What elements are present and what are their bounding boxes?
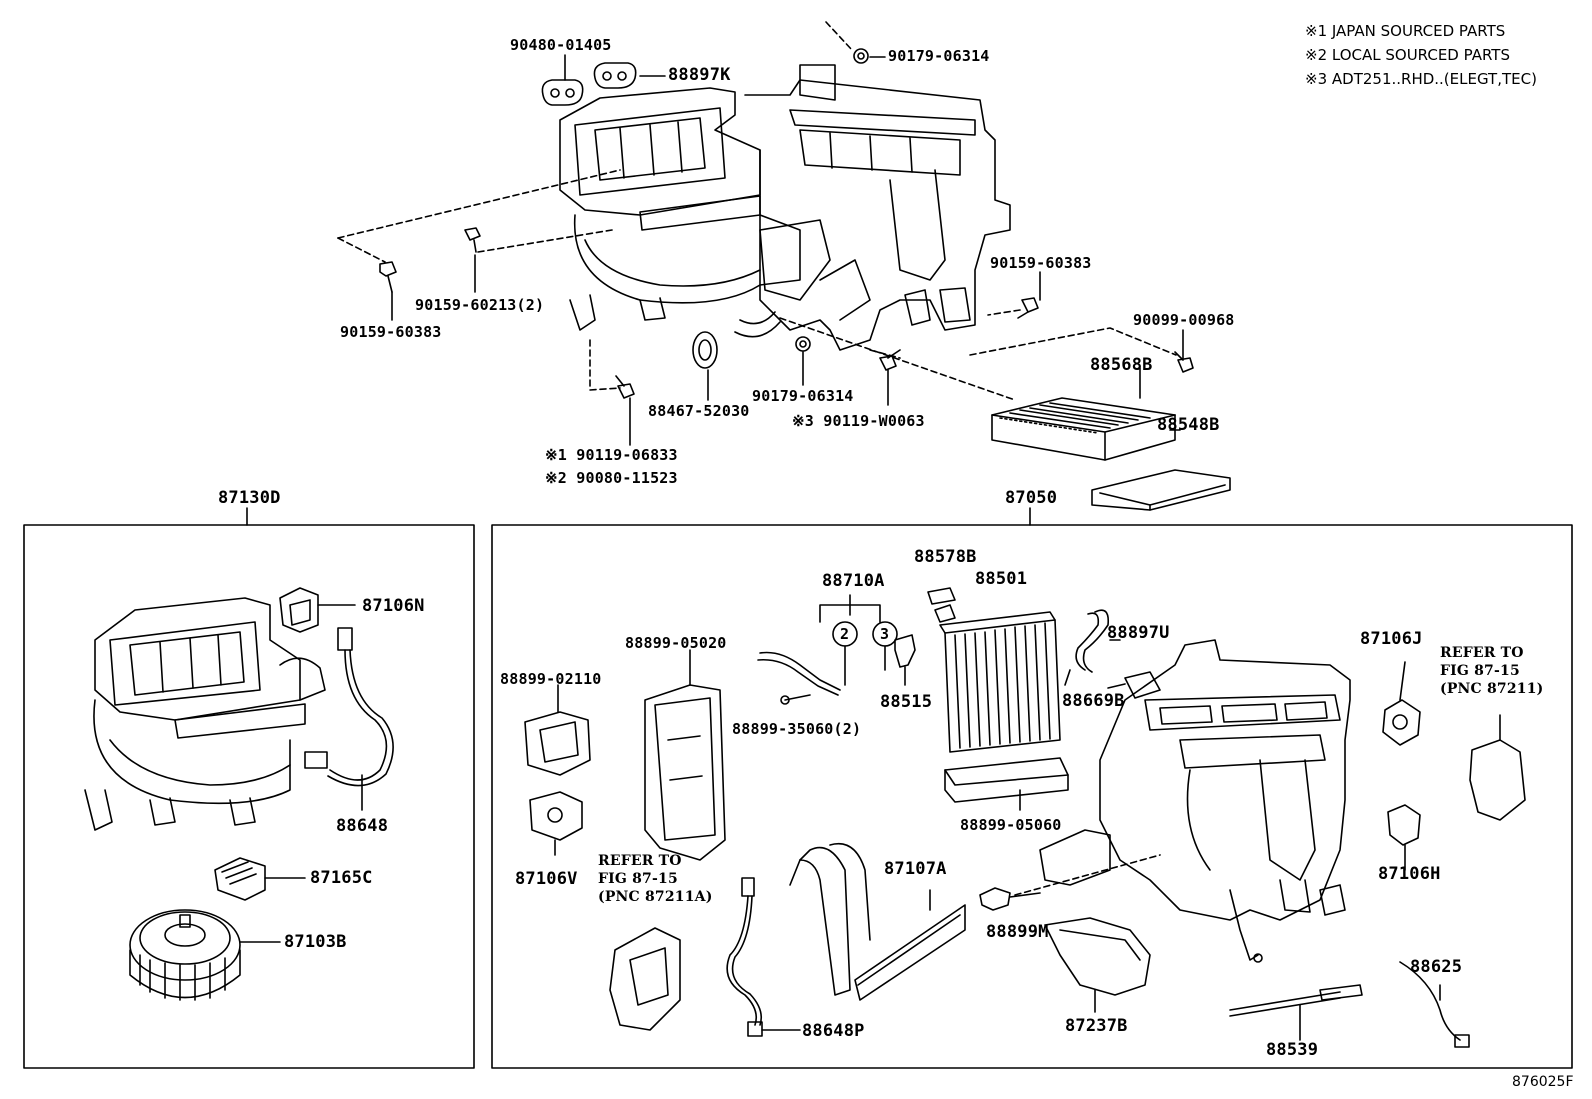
leader-lines-top <box>391 54 1184 446</box>
part-label-90080-11523[interactable]: ※2 90080-11523 <box>545 469 678 487</box>
part-label-87106V[interactable]: 87106V <box>515 869 578 889</box>
wire-harness-88648-drawing <box>304 627 394 811</box>
part-label-88899-05020[interactable]: 88899-05020 <box>625 634 727 652</box>
part-label-87106J[interactable]: 87106J <box>1360 629 1423 649</box>
part-label-90179-06314-bottom[interactable]: 90179-06314 <box>752 387 854 405</box>
part-label-90119-W0063[interactable]: ※3 90119-W0063 <box>792 412 925 430</box>
part-label-88568B[interactable]: 88568B <box>1090 355 1153 375</box>
note-local-sourced: ※2 LOCAL SOURCED PARTS <box>1305 46 1510 64</box>
heater-core-87107A-drawing <box>789 843 966 1001</box>
part-label-87106N[interactable]: 87106N <box>362 596 425 616</box>
right-group-box <box>491 524 1573 1069</box>
part-label-88467-52030[interactable]: 88467-52030 <box>648 402 750 420</box>
duct-88899M-drawing <box>979 829 1111 911</box>
part-label-90119-06833[interactable]: ※1 90119-06833 <box>545 446 678 464</box>
part-label-88648[interactable]: 88648 <box>336 816 389 836</box>
filter-cover-drawing <box>1091 469 1231 511</box>
circle-marker-2: 2 <box>840 625 850 643</box>
part-label-88648P[interactable]: 88648P <box>802 1021 865 1041</box>
servo-87106N-drawing <box>279 587 356 633</box>
part-label-88897K[interactable]: 88897K <box>668 65 731 85</box>
part-label-88899-35060[interactable]: 88899-35060(2) <box>732 720 862 738</box>
part-label-87237B[interactable]: 87237B <box>1065 1016 1128 1036</box>
part-label-88899M[interactable]: 88899M <box>986 922 1049 942</box>
servo-87106V-drawing <box>529 791 583 856</box>
servo-87106H-drawing <box>1387 804 1421 871</box>
part-label-88548B[interactable]: 88548B <box>1157 415 1220 435</box>
evaporator-88501-drawing <box>934 604 1061 753</box>
servo-right-refer-drawing <box>1469 714 1526 821</box>
link-88710A-drawing <box>757 594 898 705</box>
evaporator-case-88899-05060-drawing <box>944 757 1069 811</box>
part-label-88501[interactable]: 88501 <box>975 569 1028 589</box>
resistor-87165C-drawing <box>214 857 306 901</box>
part-label-87107A[interactable]: 87107A <box>884 859 947 879</box>
part-label-87106H[interactable]: 87106H <box>1378 864 1441 884</box>
duct-87237B-drawing <box>1044 917 1151 1013</box>
group-label-87050[interactable]: 87050 <box>1005 488 1058 508</box>
part-label-87103B[interactable]: 87103B <box>284 932 347 952</box>
bracket-88578B-drawing <box>927 587 956 605</box>
wire-88648P-drawing <box>726 877 801 1037</box>
air-filter-drawing <box>991 397 1176 461</box>
part-label-88578B[interactable]: 88578B <box>914 547 977 567</box>
part-label-90159-60383-right[interactable]: 90159-60383 <box>990 254 1092 272</box>
part-label-90159-60213[interactable]: 90159-60213(2) <box>415 296 545 314</box>
refer-note-right[interactable]: REFER TO FIG 87-15 (PNC 87211) <box>1440 645 1544 697</box>
refer-note-center[interactable]: REFER TO FIG 87-15 (PNC 87211A) <box>598 853 713 905</box>
hose-88897U-drawing <box>1075 609 1161 699</box>
part-label-90480-01405[interactable]: 90480-01405 <box>510 36 612 54</box>
servo-center-refer-drawing <box>609 927 681 1031</box>
servo-88899-02110-drawing <box>524 684 591 776</box>
leader-lines-right <box>1064 669 1071 686</box>
part-label-90179-06314-top[interactable]: 90179-06314 <box>888 47 990 65</box>
blower-unit-drawing <box>84 597 326 831</box>
part-label-88710A[interactable]: 88710A <box>822 571 885 591</box>
part-label-88515[interactable]: 88515 <box>880 692 933 712</box>
dashed-leaders-right <box>1014 854 1161 896</box>
part-label-88899-05060[interactable]: 88899-05060 <box>960 816 1062 834</box>
blower-motor-87103B-drawing <box>129 909 281 1001</box>
servo-87106J-drawing <box>1382 661 1421 746</box>
part-label-88897U[interactable]: 88897U <box>1107 623 1170 643</box>
part-label-90159-60383-left[interactable]: 90159-60383 <box>340 323 442 341</box>
part-label-90099-00968[interactable]: 90099-00968 <box>1133 311 1235 329</box>
part-label-88625[interactable]: 88625 <box>1410 957 1463 977</box>
part-label-88539[interactable]: 88539 <box>1266 1040 1319 1060</box>
group-label-87130D[interactable]: 87130D <box>218 488 281 508</box>
dashed-leaders-top <box>337 21 1177 401</box>
drawing-number: 876025F <box>1512 1074 1574 1090</box>
sensor-88515-drawing <box>894 634 916 686</box>
note-japan-sourced: ※1 JAPAN SOURCED PARTS <box>1305 22 1506 40</box>
sensor-88539-drawing <box>1229 984 1363 1041</box>
note-adt251: ※3 ADT251..RHD..(ELEGT,TEC) <box>1305 70 1537 88</box>
screw-drawings <box>379 48 1194 399</box>
heater-case-right-drawing <box>1099 639 1351 963</box>
top-assembly-drawing <box>559 64 1011 351</box>
left-group-box <box>23 524 475 1069</box>
part-label-88669B[interactable]: 88669B <box>1062 691 1125 711</box>
part-label-87165C[interactable]: 87165C <box>310 868 373 888</box>
circle-marker-3: 3 <box>880 625 890 643</box>
sensor-88625-drawing <box>1399 961 1470 1048</box>
grommet-drawing <box>541 62 637 106</box>
case-88899-05020-drawing <box>644 649 726 861</box>
part-label-88899-02110[interactable]: 88899-02110 <box>500 670 602 688</box>
